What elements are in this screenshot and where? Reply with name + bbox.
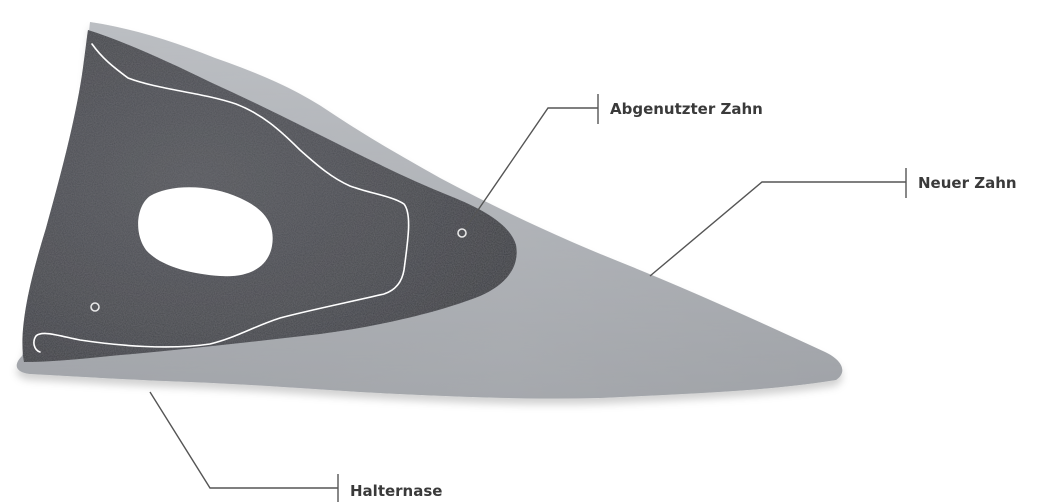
new-tooth-label: Neuer Zahn [918, 174, 1017, 192]
worn-tooth-label: Abgenutzter Zahn [610, 100, 763, 118]
new-tooth-leader-line [650, 182, 906, 276]
holder-nose-leader-line [150, 392, 338, 488]
new-tooth-callout: Neuer Zahn [650, 168, 1017, 276]
holder-nose-label: Halternase [350, 482, 442, 500]
